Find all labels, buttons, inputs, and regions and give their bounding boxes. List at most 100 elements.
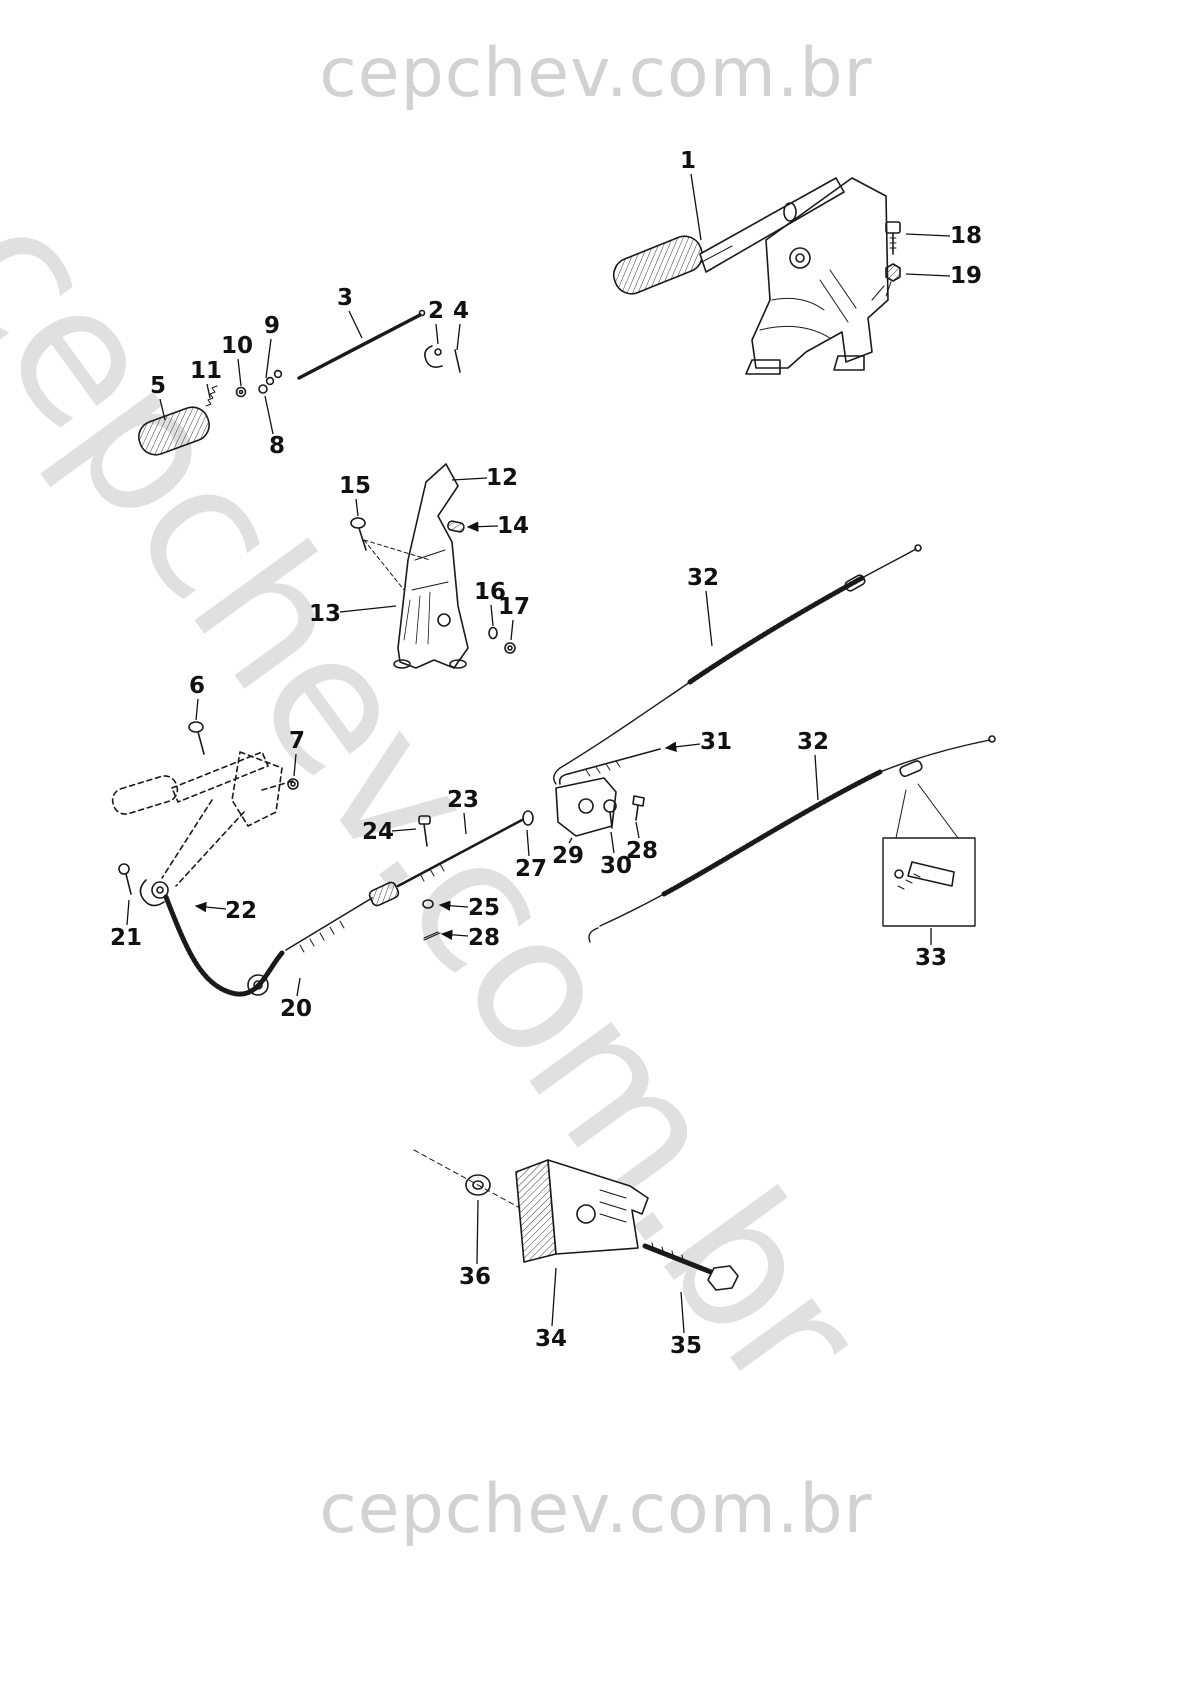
callout-label-12: 12: [486, 465, 518, 491]
ghost-lever-reference: [111, 751, 297, 887]
callout-label-23: 23: [447, 787, 479, 813]
callout-label-19: 19: [950, 263, 982, 289]
callout-label-30: 30: [600, 853, 632, 879]
washers-parts-9-8: [258, 369, 283, 394]
callout-7: 7: [289, 728, 305, 777]
callout-leader-line: [339, 605, 397, 613]
callout-8: 8: [264, 395, 285, 459]
rear-cable-upper-32: [553, 544, 922, 785]
grip-part-5: [138, 406, 210, 456]
callout-label-3: 3: [337, 285, 353, 311]
callout-14: 14: [466, 513, 529, 539]
callout-leader-line: [451, 477, 488, 481]
callout-16: 16: [474, 579, 506, 627]
bracket-parts-12-13: [363, 463, 469, 669]
callout-label-31: 31: [700, 729, 732, 755]
callout-leader-line: [296, 977, 301, 997]
rod-part-23: [396, 818, 524, 888]
callout-18: 18: [905, 223, 982, 249]
callout-label-28: 28: [468, 925, 500, 951]
callout-label-1: 1: [680, 148, 696, 174]
callout-1: 1: [680, 148, 702, 241]
callout-label-32: 32: [687, 565, 719, 591]
callout-11: 11: [190, 358, 222, 399]
callout-label-22: 22: [225, 898, 257, 924]
callout-label-18: 18: [950, 223, 982, 249]
callout-32: 32: [687, 565, 719, 647]
bolt-part-28-upper: [632, 795, 645, 807]
callout-leader-line: [490, 604, 494, 627]
bracket-foot-right: [833, 355, 865, 371]
lever-arm: [699, 177, 845, 273]
callout-28: 28: [440, 925, 500, 951]
callout-25: 25: [438, 895, 500, 921]
callout-6: 6: [189, 673, 205, 721]
cable-sheath: [163, 894, 285, 997]
pin-part-14: [447, 520, 465, 533]
equalizer-assembly: [522, 748, 661, 837]
callout-27: 27: [515, 829, 547, 882]
callout-28: 28: [626, 821, 658, 864]
callout-leader-line: [195, 698, 199, 721]
callout-leader-line: [293, 753, 297, 777]
callout-leader-line: [551, 1267, 557, 1327]
rod-part-31: [567, 748, 661, 775]
callout-leader-line: [355, 498, 359, 517]
callout-label-14: 14: [497, 513, 529, 539]
callout-15: 15: [339, 473, 371, 517]
callout-label-7: 7: [289, 728, 305, 754]
callout-leader-line: [568, 837, 573, 844]
callout-2: 2: [428, 298, 444, 345]
front-cable-assembly-20: [118, 818, 524, 997]
rear-cable-lower-32: [588, 735, 996, 943]
lever-grip: [612, 235, 704, 295]
callout-24: 24: [362, 819, 417, 845]
callout-label-29: 29: [552, 843, 584, 869]
callout-leader-line: [814, 754, 819, 801]
callout-21: 21: [110, 899, 142, 951]
callout-13: 13: [309, 601, 397, 627]
callout-leader-line: [463, 812, 467, 835]
callout-9: 9: [264, 313, 280, 379]
callout-label-10: 10: [221, 333, 253, 359]
nut-part-36: [465, 1174, 491, 1196]
screw-part-15: [350, 517, 367, 551]
callout-label-17: 17: [498, 594, 530, 620]
callout-30: 30: [600, 831, 632, 879]
callout-leader-line: [476, 1199, 479, 1265]
callout-leader-line: [435, 323, 439, 345]
cotter-pin-part-28-lower: [423, 931, 441, 941]
callout-4: 4: [453, 298, 469, 351]
equalizer-bracket-29: [555, 777, 617, 837]
callout-label-9: 9: [264, 313, 280, 339]
callout-leader-line: [905, 233, 951, 237]
clevis: [139, 879, 165, 907]
callout-leader-line: [466, 521, 499, 532]
callout-leader-line: [126, 899, 130, 926]
callout-label-4: 4: [453, 298, 469, 324]
pin-part-21: [118, 863, 130, 875]
callout-label-5: 5: [150, 373, 166, 399]
handbrake-lever-assembly: [612, 177, 889, 375]
nut-part-19: [885, 263, 901, 297]
callout-32: 32: [797, 729, 829, 801]
spring-coil: [299, 920, 345, 953]
callout-leader-line: [264, 395, 274, 435]
callout-label-15: 15: [339, 473, 371, 499]
callout-label-32: 32: [797, 729, 829, 755]
callout-leader-line: [206, 383, 211, 399]
callout-label-2: 2: [428, 298, 444, 324]
callout-label-24: 24: [362, 819, 394, 845]
adjuster: [368, 881, 400, 907]
spring-part-11: [205, 385, 218, 407]
callout-label-25: 25: [468, 895, 500, 921]
callout-label-20: 20: [280, 996, 312, 1022]
callout-22: 22: [194, 898, 257, 924]
callout-leader-line: [456, 323, 461, 351]
construction-line: [413, 1149, 521, 1209]
callout-leader-line: [905, 273, 951, 277]
bolt-part-18: [885, 221, 901, 255]
callout-3: 3: [337, 285, 363, 339]
washer-part-10: [235, 386, 247, 398]
bracket-box-33: [882, 837, 976, 927]
